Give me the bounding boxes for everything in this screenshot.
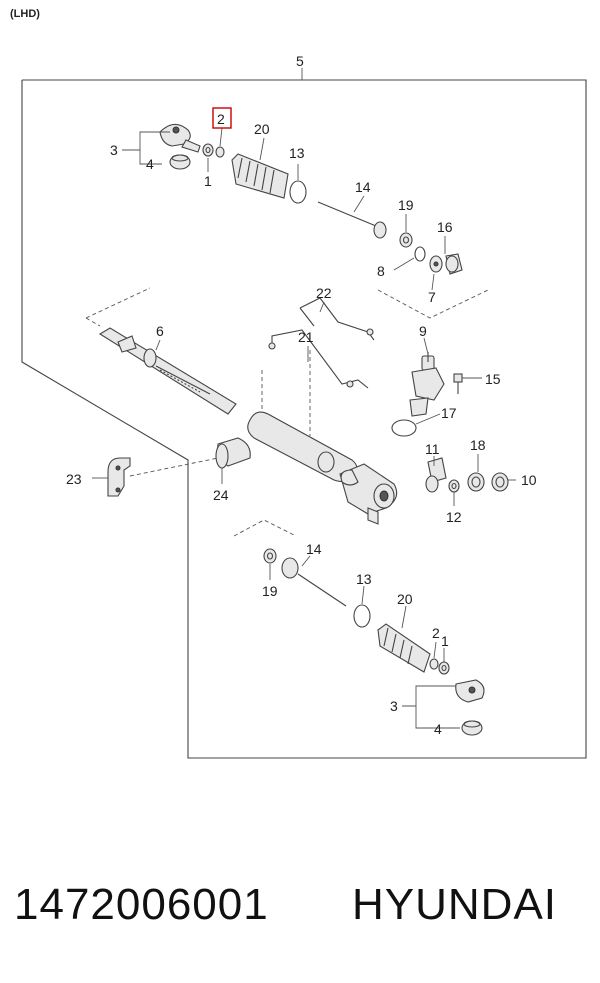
- variant-label: (LHD): [10, 8, 40, 20]
- callout-12: 12: [446, 509, 462, 525]
- callout-18: 18: [470, 437, 486, 453]
- callout-19-bottom: 19: [262, 583, 278, 599]
- tie-rod-end-bottom: [455, 679, 485, 703]
- callout-3-bottom: 3: [390, 698, 398, 714]
- callout-24: 24: [213, 487, 229, 503]
- callout-13-top: 13: [289, 145, 305, 161]
- callout-20-top: 20: [254, 121, 270, 137]
- callout-8: 8: [377, 263, 385, 279]
- bolt: [453, 373, 463, 394]
- callout-2-bottom: 2: [432, 625, 440, 641]
- leader-lines: [92, 127, 516, 729]
- end-stopper: [467, 472, 485, 492]
- callout-7: 7: [428, 289, 436, 305]
- callout-4-bottom: 4: [434, 721, 442, 737]
- callout-5: 5: [296, 53, 304, 69]
- dust-cover-top: [169, 154, 191, 170]
- callout-19-top: 19: [398, 197, 414, 213]
- band-ring-top: [289, 180, 307, 204]
- inner-tie-rod-bottom: [281, 557, 347, 607]
- rack-bar: [98, 327, 237, 415]
- support-yoke: [445, 253, 463, 275]
- lock-washer-top: [399, 232, 413, 248]
- feed-tube-assembly: [261, 297, 375, 436]
- pinion-valve: [409, 352, 445, 417]
- nut-top: [202, 143, 214, 157]
- callout-14-bottom: 14: [306, 541, 322, 557]
- inner-tie-rod-top: [317, 201, 387, 239]
- callout-4-top: 4: [146, 156, 154, 172]
- brand-name: HYUNDAI: [352, 880, 558, 929]
- callout-13-bottom: 13: [356, 571, 372, 587]
- nut-bottom: [438, 661, 450, 675]
- bushing: [425, 457, 447, 493]
- gear-housing: [247, 411, 398, 525]
- clip-bottom: [429, 658, 439, 670]
- lock-washer-bottom: [263, 548, 277, 564]
- callout-3-top: 3: [110, 142, 118, 158]
- callout-16: 16: [437, 219, 453, 235]
- o-ring: [414, 246, 426, 262]
- callout-11: 11: [425, 441, 440, 457]
- callout-1-bottom: 1: [441, 633, 449, 649]
- end-plug: [491, 472, 509, 492]
- seal-ring: [391, 419, 417, 437]
- callout-9: 9: [419, 323, 427, 339]
- nut-right: [448, 479, 460, 493]
- yoke-plug: [429, 255, 443, 273]
- callout-1-top: 1: [204, 173, 212, 189]
- callout-14-top: 14: [355, 179, 371, 195]
- callout-22: 22: [316, 285, 332, 301]
- callout-6: 6: [156, 323, 164, 339]
- footer: 1472006001 HYUNDAI: [0, 880, 600, 950]
- band-ring-bottom: [353, 604, 371, 628]
- callout-23: 23: [66, 471, 82, 487]
- assembly-frame: [21, 79, 587, 759]
- callout-15: 15: [485, 371, 501, 387]
- dust-cover-bottom: [461, 720, 483, 736]
- bellows-bottom: [377, 623, 431, 673]
- highlight-box: [212, 107, 232, 129]
- part-number: 1472006001: [14, 880, 269, 929]
- callout-10: 10: [521, 472, 537, 488]
- callout-17: 17: [441, 405, 457, 421]
- callout-20-bottom: 20: [397, 591, 413, 607]
- callout-21: 21: [298, 329, 314, 345]
- mounting-bracket: [107, 457, 131, 497]
- tie-rod-end-top: [159, 123, 201, 153]
- bellows-top: [231, 153, 289, 199]
- callout-2-top: 2: [217, 111, 225, 127]
- clip-top: [215, 146, 225, 158]
- mounting-bush: [215, 437, 251, 469]
